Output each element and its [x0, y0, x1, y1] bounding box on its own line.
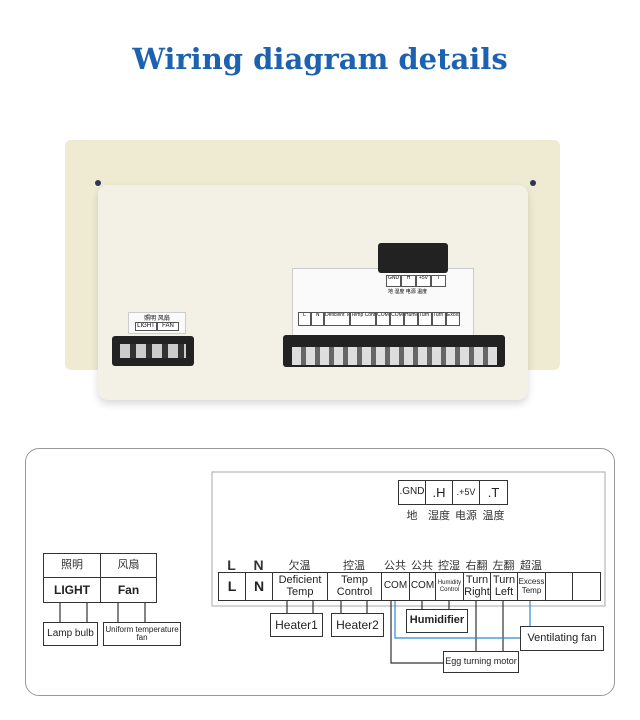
terminal-cell: Deficient Temp — [272, 572, 328, 601]
terminal-cn-label: 公共 — [384, 560, 406, 572]
page-title: Wiring diagram details — [132, 42, 508, 76]
terminal-cn-label: 左翻 — [492, 560, 515, 572]
ventilating-fan-box: Ventilating fan — [520, 626, 604, 651]
fan-terminal: Fan — [100, 577, 157, 603]
terminal-cell — [572, 572, 601, 601]
uniform-fan-box: Uniform temperature fan — [103, 622, 181, 646]
terminal-cn-label: 右翻 — [465, 560, 488, 572]
screw-icon — [95, 180, 101, 186]
heater2-box: Heater2 — [331, 613, 384, 637]
h-cn: 湿度 — [428, 510, 450, 522]
t-terminal: .T — [479, 480, 508, 505]
sensor-terminal-block — [378, 243, 448, 273]
terminal-cn-label: 控湿 — [438, 560, 460, 572]
terminal-cell — [545, 572, 573, 601]
5v-cn: 电源 — [455, 510, 477, 522]
terminal-cell: Turn Right — [463, 572, 491, 601]
egg-turning-motor-box: Egg turning motor — [443, 651, 519, 673]
left-load-wires — [59, 603, 146, 622]
terminal-cn-label: N — [253, 557, 264, 573]
terminal-cell: L — [218, 572, 246, 601]
t-cn: 温度 — [482, 510, 505, 522]
terminal-cell: Temp Control — [327, 572, 382, 601]
light-cn-cell: 照明 — [43, 553, 101, 578]
humidifier-wires — [421, 600, 450, 609]
lamp-bulb-box: Lamp bulb — [43, 622, 98, 646]
5v-terminal: .+5V — [452, 480, 480, 505]
wiring-diagram-frame — [25, 448, 615, 696]
terminal-cell: Turn Left — [490, 572, 518, 601]
terminal-cn-label: 公共 — [411, 560, 433, 572]
heater-wires — [286, 600, 368, 613]
humidifier-box: Humidifier — [406, 609, 468, 633]
wires — [59, 600, 504, 664]
light-terminal: LIGHT — [43, 577, 101, 603]
terminal-cell: N — [245, 572, 273, 601]
fan-wire — [394, 600, 531, 639]
terminal-cell: COM — [409, 572, 436, 601]
terminal-cell: Excess Temp — [517, 572, 546, 601]
gnd-cn: 地 — [406, 510, 418, 522]
terminal-cn-label: L — [227, 557, 236, 573]
terminal-screws — [292, 347, 497, 365]
com-motor-wire — [390, 600, 443, 664]
h-terminal: .H — [425, 480, 453, 505]
photo-sensor-cn: 地 湿度 电源 温度 — [388, 289, 428, 295]
terminal-cn-label: 超温 — [520, 560, 542, 572]
heater1-box: Heater1 — [270, 613, 323, 637]
fan-cn-cell: 风扇 — [100, 553, 157, 578]
terminal-cell: COM — [381, 572, 410, 601]
turn-wires — [475, 600, 504, 651]
gnd-terminal: .GND — [398, 480, 426, 505]
controller-outline — [211, 471, 606, 607]
terminal-screws — [120, 344, 186, 358]
terminal-cell: Humidity Control — [435, 572, 464, 601]
screw-icon — [530, 180, 536, 186]
terminal-cn-label: 控温 — [343, 560, 365, 572]
terminal-cn-label: 欠温 — [288, 560, 311, 572]
